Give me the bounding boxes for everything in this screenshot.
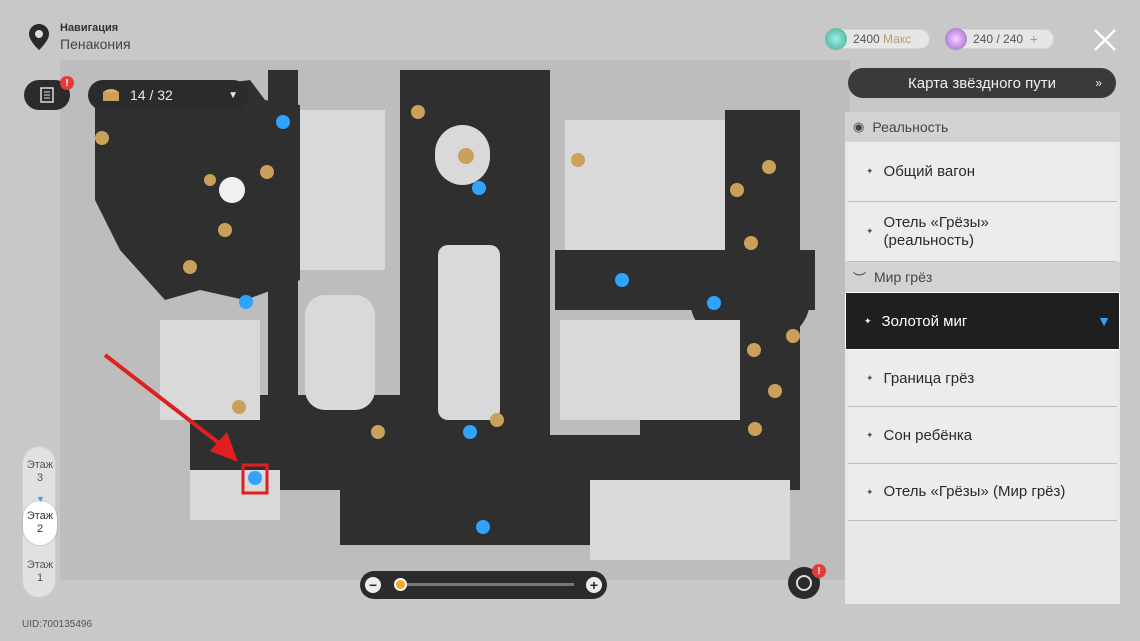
current-location-icon: ▼ [1097,313,1111,329]
add-power-button[interactable]: + [1029,31,1038,47]
stellar-jade-counter: 2400 Макс [825,28,930,50]
mission-alert-badge: ! [60,76,74,90]
list-item-dream-edge[interactable]: ✦ Граница грёз [848,350,1117,407]
list-item-hotel-dreamscape[interactable]: ✦ Отель «Грёзы» (Мир грёз) [848,464,1117,521]
double-chevron-right-icon: » [1095,76,1102,90]
location-name: Пенакония [60,36,131,52]
compass-alert-badge: ! [812,564,826,578]
trailblaze-power-counter[interactable]: 240 / 240 + [945,28,1054,50]
sparkle-icon: ✦ [864,315,872,326]
sparkle-icon: ✦ [866,166,874,176]
navigation-header: Навигация Пенакония [28,22,131,52]
chevron-down-icon: ▼ [228,89,238,101]
section-reality: ◉ Реальность [845,112,1120,142]
star-map-button[interactable]: Карта звёздного пути » [848,68,1116,98]
compass-button [788,567,820,599]
location-list-panel: ◉ Реальность ✦ Общий вагон ✦ Отель «Грёз… [845,112,1120,604]
active-floor-indicator-icon: ▼ [36,494,45,504]
sparkle-icon: ✦ [866,372,874,383]
collectibles-count: 14 / 32 [130,87,173,103]
sparkle-icon: ✦ [866,226,874,236]
zoom-slider-handle[interactable] [394,578,407,591]
list-item-golden-hour[interactable]: ✦ Золотой миг ▼ [845,292,1120,350]
location-pin-icon [29,24,49,50]
target-marker [241,463,269,495]
document-icon [40,87,54,103]
pointer-arrow [103,353,238,462]
list-item-childs-dream[interactable]: ✦ Сон ребёнка [848,407,1117,464]
map-markers [95,105,800,534]
zoom-control: − + [360,571,607,599]
zoom-in-button[interactable]: + [586,577,602,593]
close-icon[interactable] [1092,27,1118,53]
nav-title: Навигация [60,22,119,34]
treasure-chest-icon [103,89,119,101]
list-item-common-car[interactable]: ✦ Общий вагон [848,142,1117,202]
zoom-out-button[interactable]: − [365,577,381,593]
crescent-icon: ︶ [853,270,867,286]
user-id: UID:700135496 [22,619,93,630]
zoom-slider[interactable] [394,583,574,586]
collectibles-dropdown[interactable]: 14 / 32 ▼ [88,80,248,110]
section-dreamscape: ︶ Мир грёз [845,262,1120,292]
sparkle-icon: ✦ [866,486,874,497]
list-item-hotel-reality[interactable]: ✦ Отель «Грёзы» (реальность) [848,202,1117,262]
stellar-jade-icon [825,28,847,50]
sparkle-icon: ✦ [866,429,874,440]
eye-icon: ◉ [853,119,865,134]
trailblaze-power-icon [945,28,967,50]
